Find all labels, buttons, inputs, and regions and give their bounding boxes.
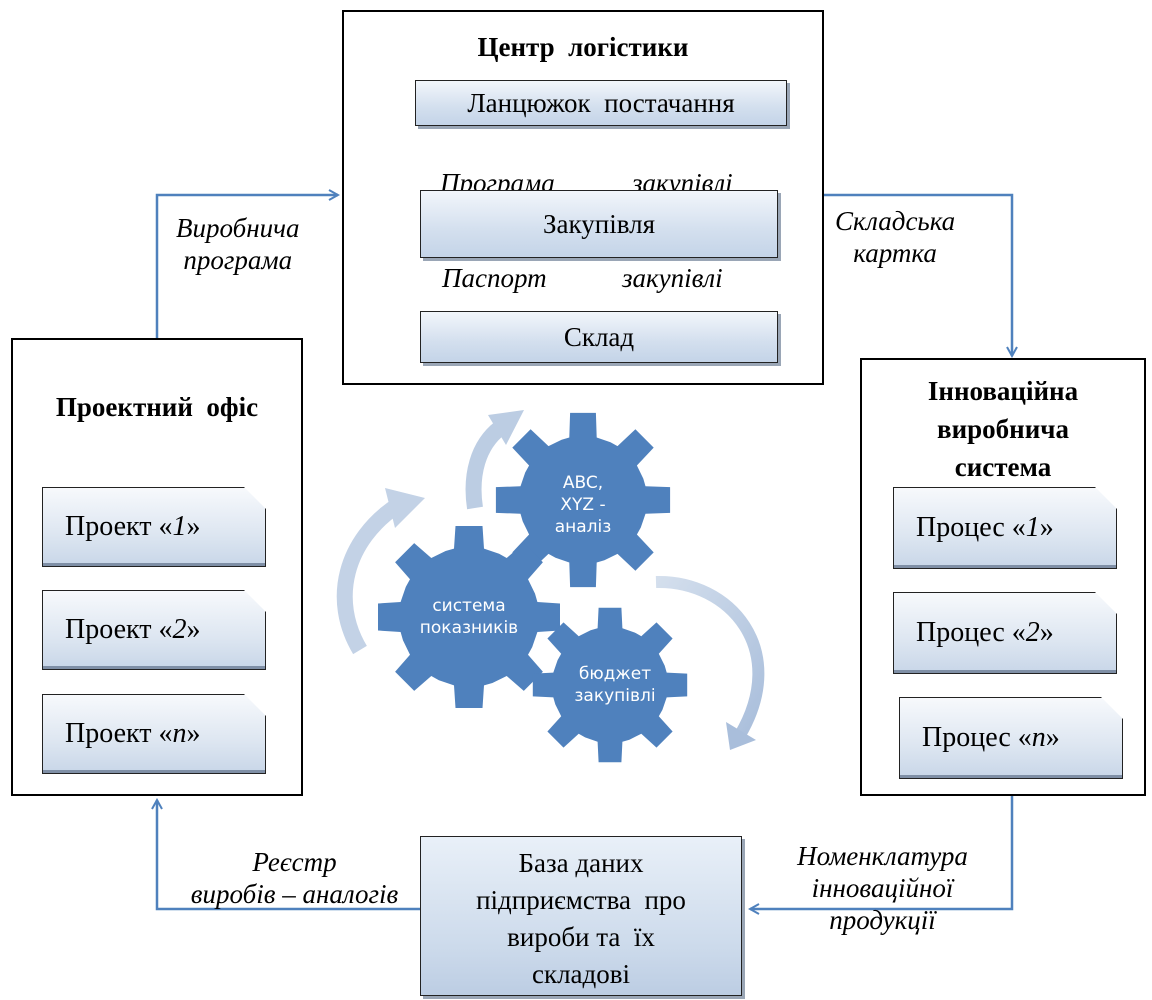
database-line4: складові [531, 959, 631, 989]
registry-label: Реєстр виробів – аналогів [172, 846, 417, 910]
gear-abc-shape [495, 412, 671, 588]
database-line3: вироби та їх [507, 922, 655, 952]
process-card-n: Процес «n» [899, 697, 1123, 779]
enterprise-database-box: База даних підприємства про вироби та їх… [420, 836, 742, 996]
production-program-line1: Виробнича [176, 213, 300, 243]
warehouse-box: Склад [420, 311, 778, 363]
nomenclature-label: Номенклатура інноваційної продукції [765, 840, 1000, 936]
procurement-box: Закупівля [420, 190, 778, 258]
cycle-arrow-left [336, 498, 403, 655]
supply-chain-box: Ланцюжок постачання [415, 80, 787, 126]
production-program-label: Виробнича програма [176, 212, 300, 276]
gear-budget-line1: бюджет [578, 664, 652, 684]
registry-line1: Реєстр [252, 847, 337, 877]
gear-procurement-budget [532, 607, 688, 763]
procurement-passport-label-right: закупівлі [622, 263, 723, 293]
gear-indicators-line2: показників [419, 618, 519, 638]
nomenclature-line1: Номенклатура [797, 841, 968, 871]
gear-budget-shape [532, 607, 688, 763]
warehouse-card-line1: Складська [835, 206, 956, 236]
process-card-1-suffix: » [1039, 512, 1054, 543]
database-line2: підприємства про [476, 885, 686, 915]
cycle-arrow-left-head [385, 488, 425, 528]
project-card-2-number: 2 [172, 614, 187, 645]
process-card-1: Процес «1» [893, 487, 1117, 569]
nomenclature-line3: продукції [829, 905, 936, 935]
connector-logistics-to-innovation [824, 193, 1012, 356]
gear-abc-line1: ABC, [562, 473, 604, 493]
project-card-1-prefix: Проект « [65, 511, 173, 542]
gear-abc-text: ABC, XYZ - аналіз [533, 472, 633, 538]
gear-budget-text: бюджет закупівлі [555, 663, 675, 707]
process-card-2: Процес «2» [893, 592, 1117, 674]
project-card-2: Проект «2» [42, 590, 266, 670]
project-card-2-suffix: » [186, 614, 201, 645]
innovation-system-title: Інноваційна виробнича система [860, 372, 1146, 486]
procurement-passport-label-left: Паспорт [442, 263, 547, 293]
logistics-center-title: Центр логістики [477, 32, 689, 62]
warehouse-card-line2: картка [853, 238, 937, 268]
process-card-2-suffix: » [1039, 617, 1054, 648]
project-card-1-number: 1 [172, 511, 187, 542]
project-card-n-number: n [172, 718, 187, 749]
innovation-title-line1: Інноваційна [927, 376, 1079, 406]
project-card-1-suffix: » [186, 511, 201, 542]
cycle-arrow-top-head [488, 410, 524, 445]
process-card-1-number: 1 [1025, 512, 1040, 543]
project-card-n-prefix: Проект « [65, 718, 173, 749]
cycle-arrow-right [655, 575, 765, 739]
process-card-n-prefix: Процес « [922, 722, 1032, 753]
cycle-arrow-top [465, 421, 506, 510]
process-card-2-number: 2 [1025, 617, 1040, 648]
gear-abc-line2: XYZ - [560, 495, 606, 515]
gear-indicators-text: система показників [404, 595, 534, 639]
database-line1: База даних [518, 848, 644, 878]
project-office-title: Проектний офіс [55, 392, 259, 422]
production-program-line2: програма [183, 245, 293, 275]
nomenclature-line2: інноваційної [811, 873, 954, 903]
gear-abc-line3: аналіз [554, 517, 612, 537]
warehouse-card-label: Складська картка [835, 205, 955, 269]
gear-budget-line2: закупівлі [574, 686, 656, 706]
project-card-n-suffix: » [186, 718, 201, 749]
process-card-1-prefix: Процес « [916, 512, 1026, 543]
gear-indicators-line1: система [432, 596, 506, 616]
innovation-title-line3: система [954, 452, 1052, 482]
innovation-title-line2: виробнича [937, 414, 1069, 444]
registry-line2: виробів – аналогів [190, 879, 399, 909]
project-card-n: Проект «n» [42, 694, 266, 774]
process-card-n-number: n [1031, 722, 1046, 753]
connector-innovation-to-database [750, 796, 1014, 909]
cycle-arrow-right-head [726, 722, 756, 750]
gear-indicator-system [378, 526, 560, 708]
gear-abc-xyz-analysis [495, 412, 671, 588]
gear-indicators-shape [378, 526, 560, 708]
connector-project-to-logistics [155, 195, 338, 338]
process-card-2-prefix: Процес « [916, 617, 1026, 648]
process-card-n-suffix: » [1045, 722, 1060, 753]
connector-database-to-project [157, 800, 420, 911]
project-card-2-prefix: Проект « [65, 614, 173, 645]
project-card-1: Проект «1» [42, 487, 266, 567]
